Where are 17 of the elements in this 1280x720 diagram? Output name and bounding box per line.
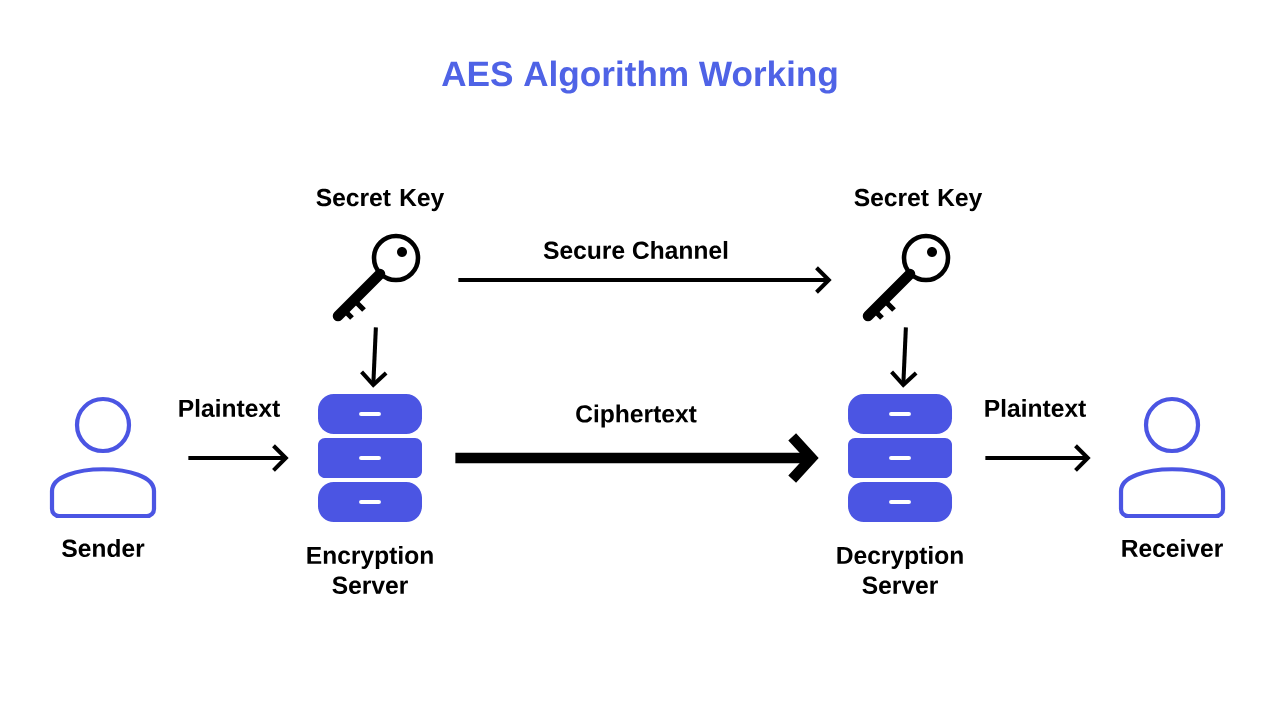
node-label: Receiver — [1122, 538, 1223, 558]
edge-label: Plaintext — [982, 397, 1089, 419]
arrow — [985, 444, 1091, 472]
arrow — [455, 433, 819, 483]
arrow — [188, 444, 289, 472]
node-label: Secret Key — [316, 188, 445, 212]
edge-label: Ciphertext — [573, 402, 699, 430]
edge-label: Plaintext — [176, 397, 282, 419]
arrow — [458, 266, 832, 294]
title: AES Algorithm Working — [442, 60, 837, 94]
arrow — [360, 327, 388, 388]
node-label: Secret Key — [854, 188, 983, 212]
edge-label: Secure Channel — [541, 239, 731, 261]
node-label: Sender — [62, 538, 145, 558]
arrow — [890, 327, 918, 388]
node-label: Encryption Server — [307, 546, 433, 594]
node-label: Decryption Server — [837, 546, 963, 594]
